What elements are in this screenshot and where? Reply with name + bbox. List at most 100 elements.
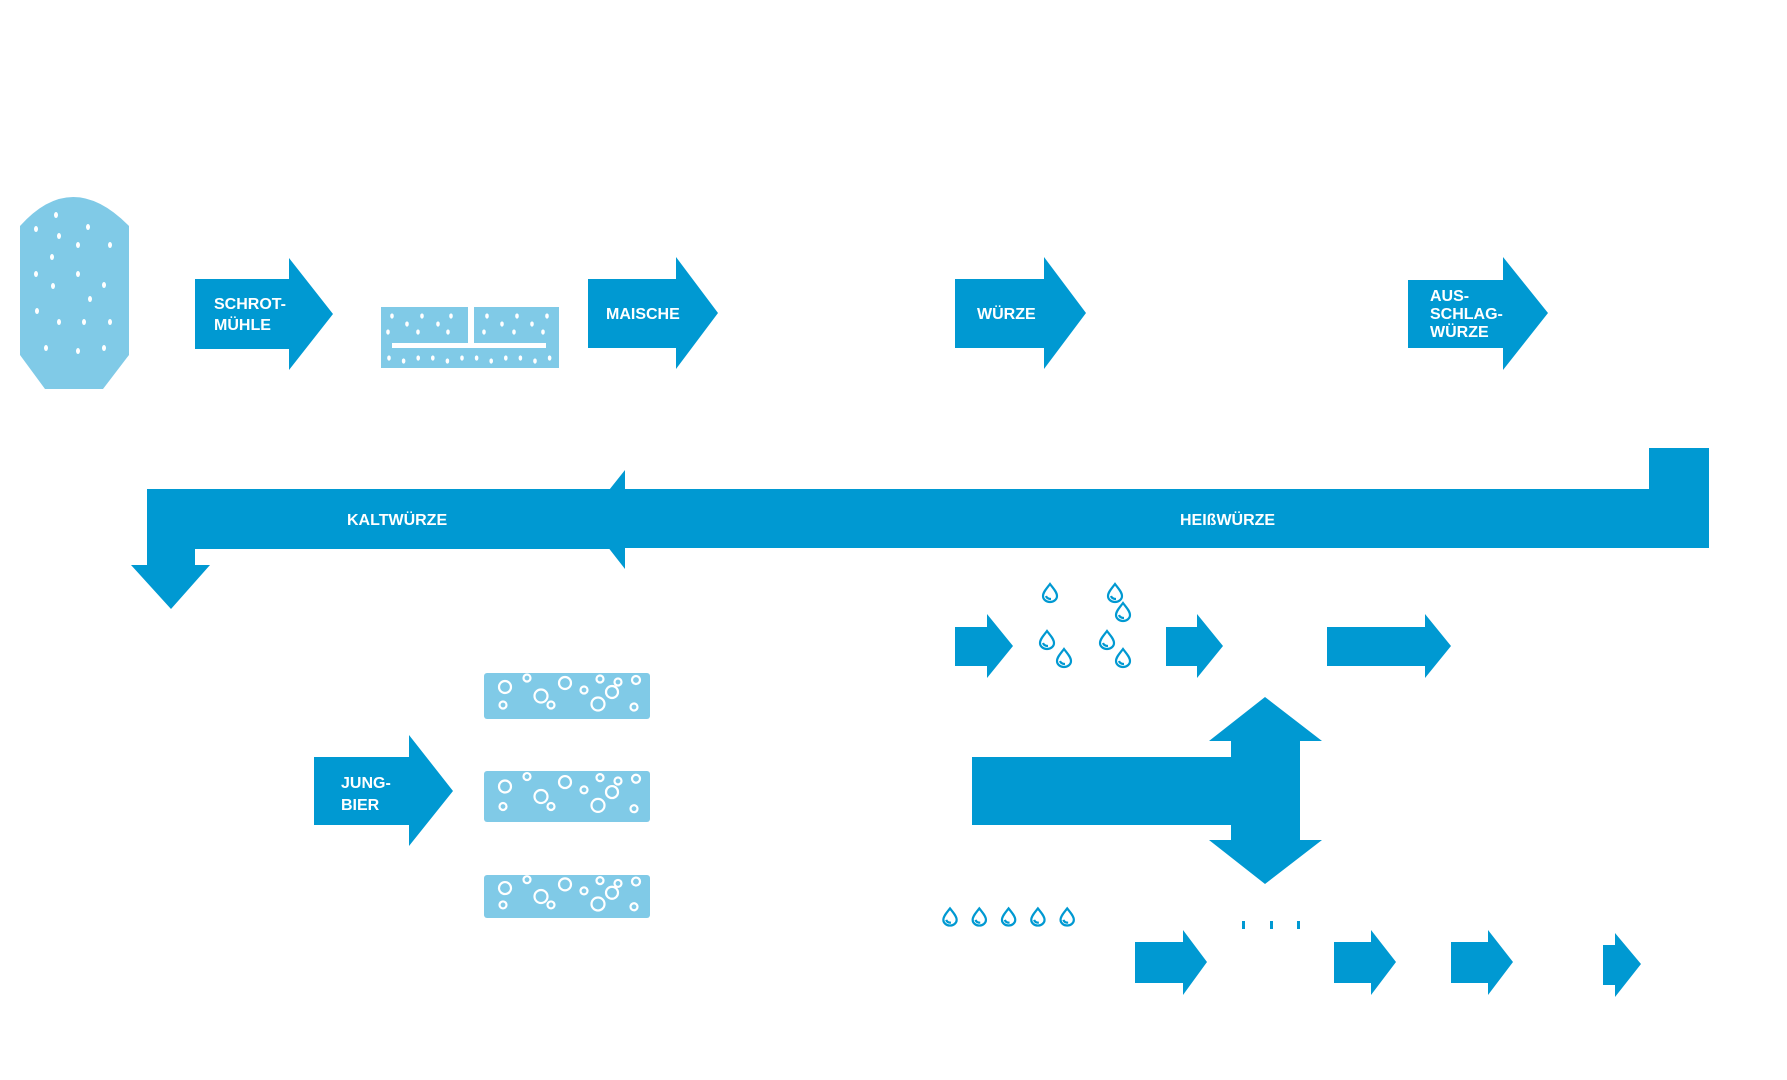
water-droplet-icon — [1114, 647, 1132, 669]
water-droplet-icon — [1000, 906, 1017, 927]
water-droplet-icon — [942, 906, 958, 927]
grain-dot — [530, 321, 534, 327]
bubble — [557, 675, 573, 691]
arrow-cooling-in — [955, 614, 1013, 678]
bubble — [579, 785, 589, 795]
bubble — [579, 685, 589, 695]
label-maische: MAISCHE — [606, 306, 680, 323]
grain-dot — [34, 271, 38, 277]
grain-dot — [57, 319, 61, 325]
arrow-heisswuerze: HEIßWÜRZE — [586, 448, 1709, 569]
bubble — [497, 779, 513, 794]
fermentation-tank-icon — [484, 771, 650, 822]
bubble — [630, 773, 642, 784]
bubble — [497, 880, 513, 896]
bubble — [613, 776, 623, 786]
grain-dot — [82, 319, 86, 325]
bubble — [629, 804, 639, 814]
water-droplet-row — [942, 906, 1075, 927]
arrow-bottom-3 — [1451, 930, 1513, 995]
grain-dot — [431, 355, 435, 361]
grain-dot — [76, 242, 80, 248]
water-droplet-icon — [1114, 601, 1132, 623]
bubble — [595, 876, 605, 886]
bubble — [557, 774, 573, 790]
grain-dot — [390, 313, 394, 319]
arrow-maische: MAISCHE — [588, 257, 718, 369]
grain-dot — [445, 358, 450, 364]
grain-dot — [485, 313, 489, 319]
grain-dot — [51, 283, 55, 289]
grain-dot — [416, 355, 421, 361]
grain-dot — [482, 329, 486, 335]
grain-dot — [504, 355, 508, 361]
water-droplet-icon — [1059, 906, 1075, 927]
grain-dot — [108, 242, 112, 248]
grain-dot — [50, 254, 54, 260]
grain-dot — [76, 271, 80, 277]
label-ausschlagwuerze-3: WÜRZE — [1430, 322, 1489, 341]
grain-dot — [34, 226, 38, 232]
arrow-wuerze: WÜRZE — [955, 257, 1086, 369]
grain-dot — [518, 355, 523, 361]
bubble — [613, 677, 623, 687]
bubble — [590, 896, 606, 912]
label-kaltwuerze: KALTWÜRZE — [347, 510, 447, 529]
bubble — [630, 876, 642, 887]
arrow-cooling-out — [1166, 614, 1223, 678]
arrow-ausschlagwuerze: AUS- SCHLAG- WÜRZE — [1408, 257, 1548, 370]
bubble — [579, 886, 589, 896]
bubble — [522, 771, 532, 782]
arrow-long-right — [1327, 614, 1451, 678]
grain-dot — [35, 308, 39, 314]
grain-dot — [420, 313, 424, 319]
label-jungbier-2: BIER — [341, 797, 380, 814]
label-wuerze: WÜRZE — [977, 304, 1036, 323]
bubble — [604, 885, 620, 900]
arrow-bottom-1 — [1135, 930, 1207, 995]
grain-dot — [515, 313, 519, 319]
grain-dot — [446, 329, 450, 335]
bubble — [498, 900, 508, 910]
water-droplet-icon — [1041, 582, 1059, 604]
bubble — [522, 875, 532, 885]
bubble — [497, 679, 513, 695]
bubble — [533, 688, 549, 704]
label-ausschlagwuerze-2: SCHLAG- — [1430, 306, 1503, 323]
bubble — [546, 700, 556, 710]
arrow-schrotmuehle: SCHROT- MÜHLE — [195, 258, 333, 370]
grain-dot — [436, 321, 440, 327]
bubble — [595, 773, 605, 783]
water-droplet-cluster — [1038, 582, 1132, 669]
grain-dot — [460, 355, 464, 361]
bubble — [590, 797, 606, 813]
grain-dot — [533, 358, 537, 364]
fermentation-tank-icon — [484, 875, 650, 918]
label-ausschlagwuerze-1: AUS- — [1430, 288, 1469, 305]
water-droplet-icon — [1030, 906, 1046, 927]
grain-dot — [541, 329, 545, 335]
bubble — [546, 900, 556, 910]
grain-silo-icon — [20, 197, 129, 389]
grain-dot — [387, 355, 391, 361]
bubble — [590, 696, 606, 712]
grain-dot — [86, 224, 90, 230]
grain-dot — [44, 345, 48, 351]
label-schrotmuehle-2: MÜHLE — [214, 315, 271, 334]
grain-dot — [76, 348, 80, 354]
grain-dot — [102, 345, 106, 351]
ellipsis-icon — [1242, 921, 1300, 929]
bubble — [557, 877, 573, 892]
grain-dot — [88, 296, 92, 302]
bubble — [604, 784, 620, 800]
water-droplet-icon — [971, 906, 988, 927]
bubble — [595, 674, 605, 684]
double-arrow-up-down — [972, 697, 1322, 884]
bubble — [613, 878, 623, 889]
grain-dot — [108, 319, 112, 325]
fermentation-tanks — [484, 673, 650, 918]
label-schrotmuehle-1: SCHROT- — [214, 296, 286, 313]
grain-dot — [512, 329, 516, 335]
label-heisswuerze: HEIßWÜRZE — [1180, 510, 1275, 529]
